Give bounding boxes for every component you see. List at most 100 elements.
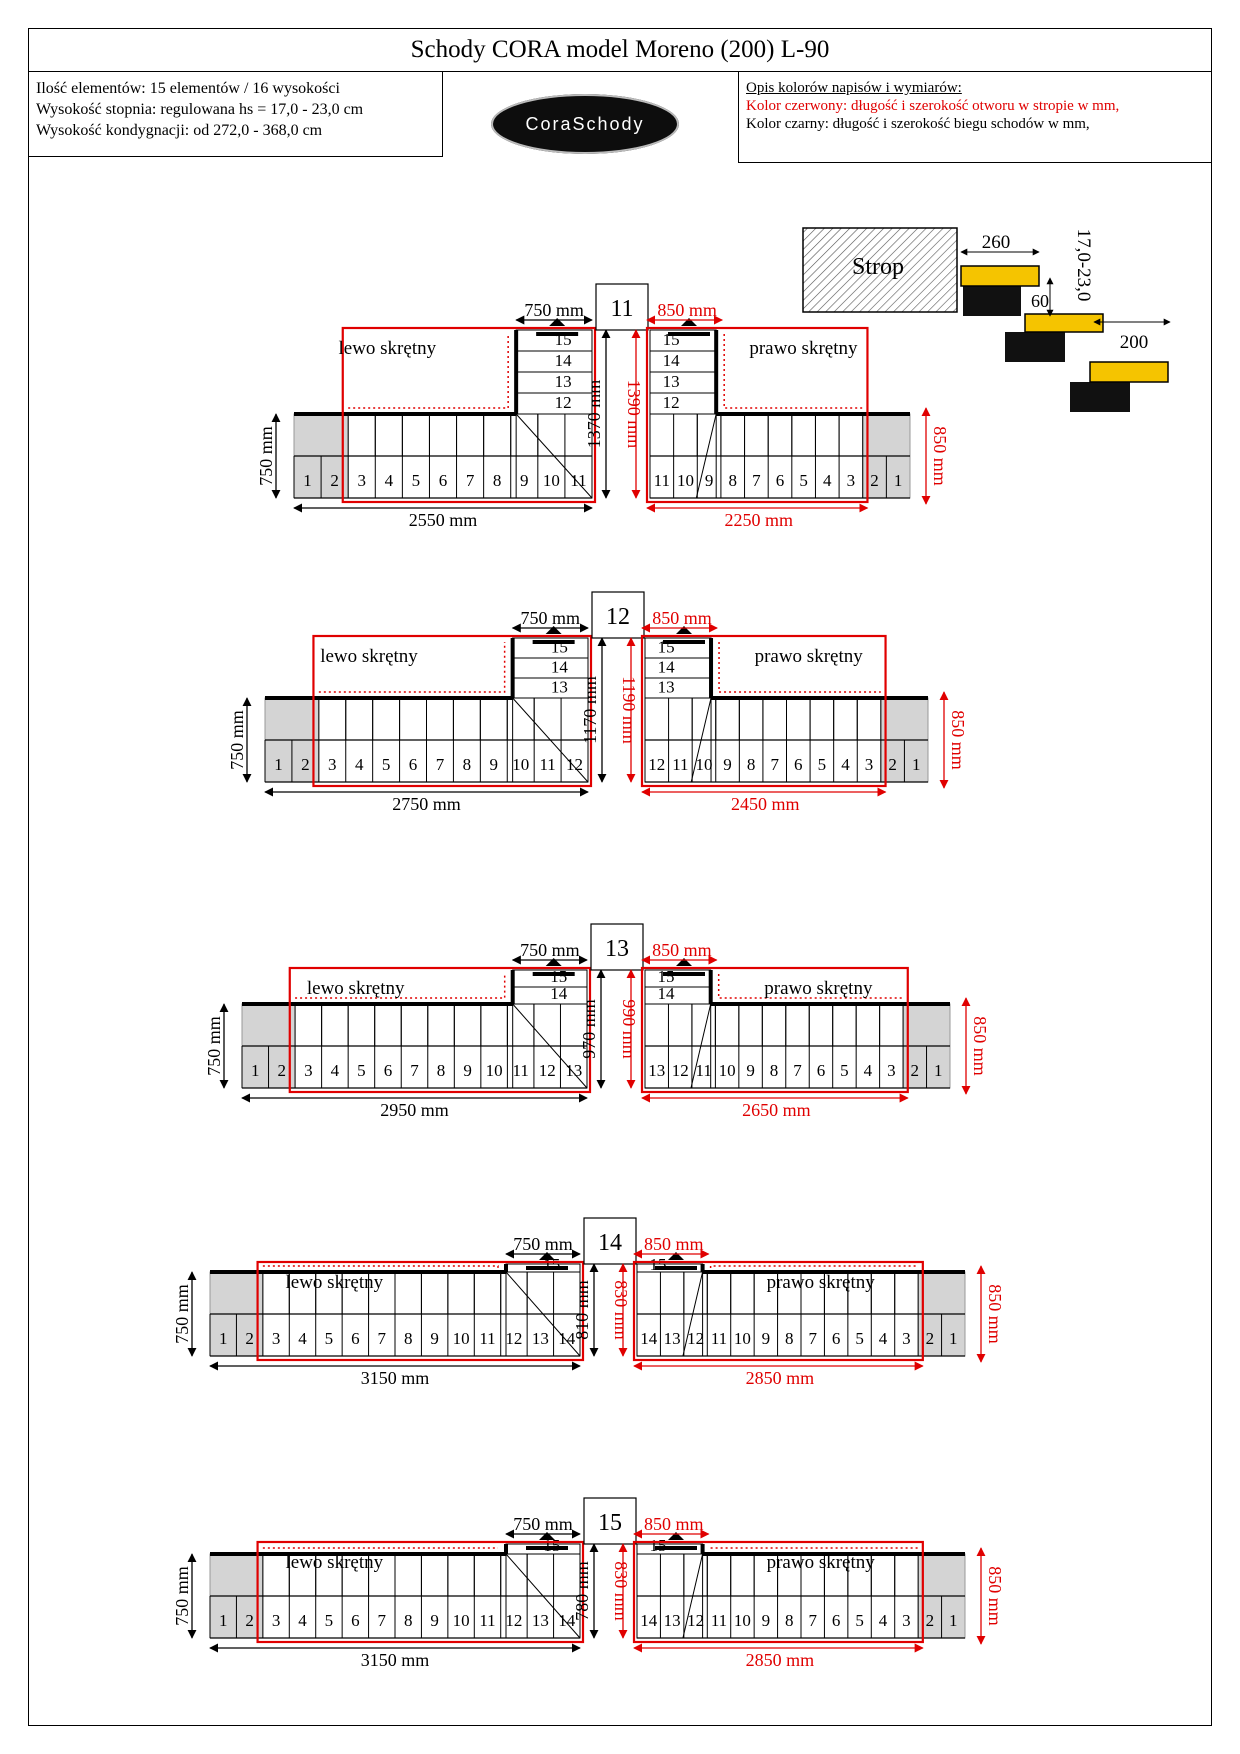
left-step-number: 6 (439, 471, 448, 490)
step-profile-2-stringer (1005, 332, 1065, 362)
left-step-number: 2 (301, 755, 310, 774)
right-step-number: 12 (687, 1329, 704, 1348)
right-step-number: 10 (677, 471, 694, 490)
left-upper-step-number: 14 (550, 984, 568, 1003)
right-tread-upper (761, 1003, 787, 1047)
left-tread-upper (294, 1003, 323, 1047)
left-tread-upper (537, 413, 566, 457)
left-step-number: 2 (278, 1061, 287, 1080)
left-step-number: 2 (245, 1329, 254, 1348)
left-step-number: 8 (404, 1329, 413, 1348)
right-opening-outline (632, 1540, 924, 1644)
left-tread-upper (506, 697, 535, 741)
right-variant-label: prawo skrętny (755, 646, 864, 667)
right-step-number: 5 (855, 1329, 864, 1348)
left-step-number: 11 (479, 1611, 495, 1630)
right-depth-label: 830 mm (611, 1280, 631, 1340)
left-step-number: 14 (558, 1611, 576, 1630)
right-depth-label: 990 mm (619, 999, 639, 1059)
left-tread-upper (374, 1003, 402, 1047)
step-count-box (583, 1497, 637, 1545)
right-step-number: 5 (818, 755, 827, 774)
left-step-number: 4 (331, 1061, 340, 1080)
info-box: Ilość elementów: 15 elementów / 16 wysok… (28, 71, 443, 157)
left-step-number: 14 (558, 1329, 576, 1348)
left-upper-flight (505, 1543, 581, 1639)
left-step-number: 11 (512, 1061, 528, 1080)
left-step-number: 4 (355, 755, 364, 774)
left-step-number: 3 (304, 1061, 313, 1080)
left-tread-upper (347, 1003, 376, 1047)
left-step-number: 11 (539, 755, 555, 774)
left-depth-label: 1170 mm (580, 676, 600, 744)
right-step-number: 2 (926, 1329, 935, 1348)
left-step-number: 7 (436, 755, 445, 774)
left-step-number: 2 (330, 471, 339, 490)
left-step-number: 10 (512, 755, 529, 774)
left-step-number: 3 (272, 1611, 281, 1630)
right-upper-step-number: 14 (663, 351, 681, 370)
right-tread-upper (855, 1003, 881, 1047)
left-winder-line (505, 1271, 581, 1357)
right-tread-upper (738, 1003, 763, 1047)
right-step-number: 10 (695, 755, 712, 774)
stair-width-label: 750 mm (524, 300, 584, 320)
left-upper-step-number: 13 (551, 677, 568, 696)
left-winder-line (512, 1003, 588, 1089)
left-opening-outline (312, 634, 593, 788)
right-opening-outline (645, 326, 869, 504)
page-frame (28, 28, 1212, 1726)
left-step-number: 1 (274, 755, 283, 774)
left-upper-step-number: 14 (551, 657, 569, 676)
right-step-number: 12 (648, 755, 665, 774)
left-step-number: 9 (430, 1611, 439, 1630)
info-elements: Ilość elementów: 15 elementów / 16 wysok… (36, 80, 340, 97)
right-tread-upper (706, 1553, 732, 1597)
right-step-number: 7 (752, 471, 761, 490)
left-tread-upper (526, 1271, 555, 1315)
left-variant-label: lewo skrętny (320, 646, 418, 667)
right-width-label: 850 mm (930, 426, 950, 486)
left-tread-upper (473, 1553, 502, 1597)
right-step-number: 4 (823, 471, 832, 490)
right-depth-label: 1390 mm (624, 380, 644, 449)
right-step-number: 3 (902, 1329, 911, 1348)
step-count-label: 11 (610, 296, 633, 322)
right-step-number: 7 (793, 1061, 802, 1080)
left-step-number: 3 (272, 1329, 281, 1348)
left-step-number: 6 (351, 1329, 360, 1348)
right-upper-step-number: 14 (658, 657, 676, 676)
left-variant-label: lewo skrętny (286, 1272, 384, 1293)
dim-260-label: 260 (982, 232, 1011, 253)
right-step-number: 11 (695, 1061, 711, 1080)
left-width-label: 750 mm (227, 710, 247, 770)
left-variant-label: lewo skrętny (307, 978, 405, 999)
right-length-label: 2650 mm (742, 1100, 811, 1120)
step-count-box (595, 283, 649, 331)
left-step-number: 10 (486, 1061, 503, 1080)
right-step-number: 1 (912, 755, 921, 774)
stair-width-label: 750 mm (513, 1514, 573, 1534)
left-opening-outline (256, 1260, 585, 1362)
left-step-number: 8 (437, 1061, 446, 1080)
left-winder-line (512, 697, 589, 783)
left-step-number: 9 (430, 1329, 439, 1348)
right-tread-upper (691, 697, 717, 741)
left-tread-upper (394, 1271, 422, 1315)
left-width-label: 750 mm (172, 1284, 192, 1344)
right-length-label: 2850 mm (746, 1650, 815, 1670)
right-tread-upper (738, 697, 764, 741)
right-step-number: 9 (723, 755, 732, 774)
right-step-number: 12 (672, 1061, 689, 1080)
right-upper-step-number: 15 (649, 1536, 666, 1555)
info-floor-height: Wysokość kondygnacji: od 272,0 - 368,0 c… (36, 122, 323, 139)
ceiling-detail: Strop 260 60 200 17,0-23,0 (802, 227, 1171, 412)
right-tread-upper (667, 1003, 693, 1047)
right-step-number: 10 (734, 1611, 751, 1630)
right-opening-dotted (709, 1265, 919, 1268)
